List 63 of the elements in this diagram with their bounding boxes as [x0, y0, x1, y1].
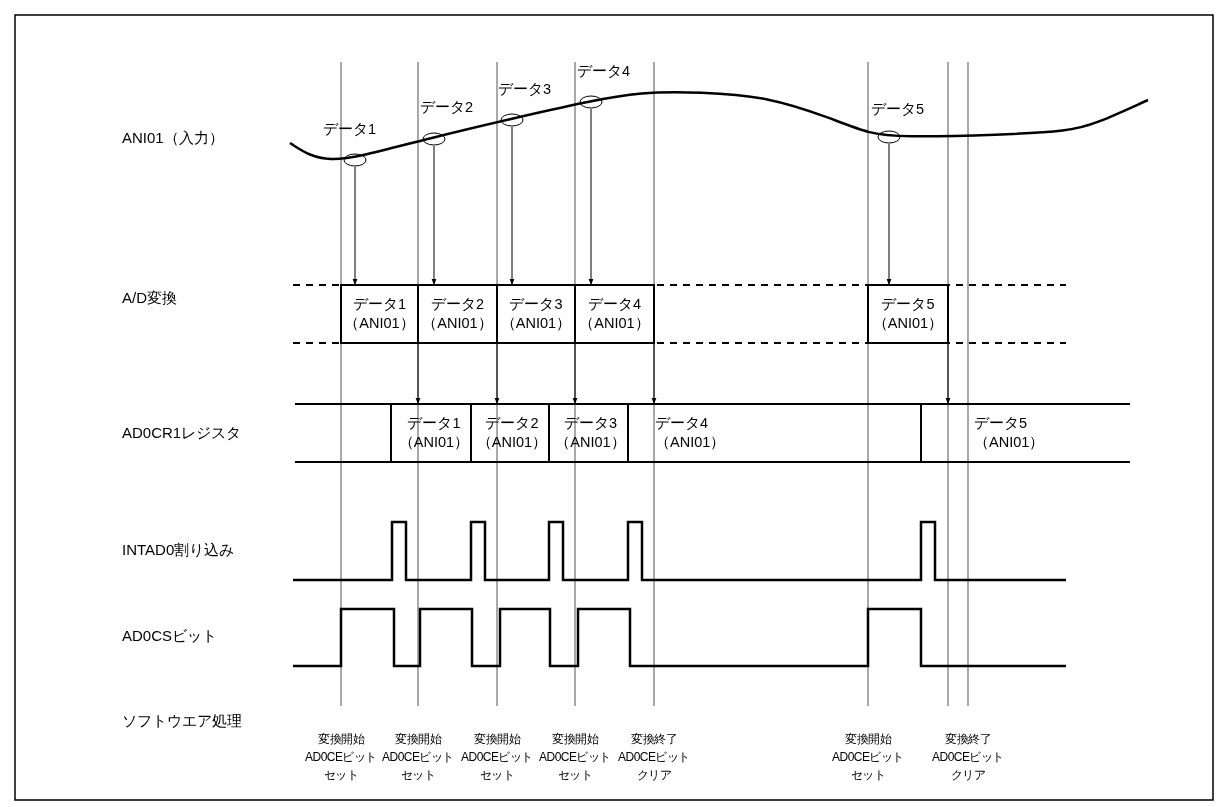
software-step-note: 変換開始AD0CEビットセット	[460, 731, 534, 784]
conversion-box	[574, 284, 655, 344]
arrow	[651, 343, 657, 405]
arrow	[886, 143, 892, 286]
signal-name: AD0CR1レジスタ	[122, 424, 242, 443]
register-value-segment	[627, 403, 920, 463]
software-step-note: 変換終了AD0CEビットクリア	[931, 731, 1005, 784]
data-label: データ4	[655, 414, 709, 433]
software-step-note: 変換開始AD0CEビットセット	[831, 731, 905, 784]
conversion-box	[496, 284, 576, 344]
data-label: データ3	[509, 295, 563, 314]
register-value-segment	[470, 403, 548, 463]
data-label: データ2	[430, 295, 485, 314]
software-step-note: 変換開始AD0CEビットセット	[304, 731, 378, 784]
data-label: データ3	[563, 414, 618, 433]
conversion-box	[867, 284, 949, 344]
arrow	[572, 343, 578, 405]
channel-label: （ANI01）	[579, 314, 650, 333]
signal-name: INTAD0割り込み	[122, 541, 235, 560]
software-step-note: 変換終了AD0CEビットクリア	[617, 731, 691, 784]
signal-name: A/D変換	[122, 289, 177, 308]
sample-point-ellipse	[877, 130, 901, 144]
sample-point-ellipse	[422, 132, 446, 146]
data-label: データ5	[881, 295, 935, 314]
register-value-segment	[548, 403, 627, 463]
data-label: データ5	[974, 414, 1028, 433]
sample-label: データ5	[871, 100, 925, 119]
arrow	[588, 108, 594, 286]
data-label: データ2	[485, 414, 539, 433]
software-step-note: 変換開始AD0CEビットセット	[538, 731, 612, 784]
sample-point-ellipse	[500, 113, 524, 127]
register-value-segment	[390, 403, 470, 463]
arrow	[431, 145, 437, 286]
signal-name: ANI01（入力）	[122, 129, 224, 148]
software-step-note: 変換開始AD0CEビットセット	[381, 731, 455, 784]
channel-label: （ANI01）	[655, 433, 726, 452]
sample-label: データ4	[577, 62, 631, 81]
channel-label: （ANI01）	[398, 433, 470, 452]
sample-point-ellipse	[343, 153, 367, 167]
channel-label: （ANI01）	[500, 314, 572, 333]
arrow	[509, 126, 515, 286]
register-value-segment	[920, 403, 1130, 463]
arrow	[415, 343, 421, 405]
channel-label: （ANI01）	[872, 314, 944, 333]
channel-label: （ANI01）	[422, 314, 493, 333]
arrow	[945, 343, 951, 405]
conversion-box	[417, 284, 498, 344]
signal-name: AD0CSビット	[122, 627, 218, 646]
signal-name: ソフトウエア処理	[122, 712, 242, 731]
channel-label: （ANI01）	[555, 433, 626, 452]
sample-label: データ1	[323, 120, 377, 139]
arrow	[494, 343, 500, 405]
arrow	[352, 166, 358, 286]
channel-label: （ANI01）	[344, 314, 415, 333]
data-label: データ1	[352, 295, 407, 314]
register-value-segment	[295, 403, 390, 463]
sample-point-ellipse	[579, 95, 603, 109]
data-label: データ1	[407, 414, 461, 433]
data-label: データ4	[587, 295, 642, 314]
sample-label: データ2	[420, 98, 474, 117]
sample-label: データ3	[498, 80, 552, 99]
channel-label: （ANI01）	[974, 433, 1045, 452]
channel-label: （ANI01）	[476, 433, 548, 452]
